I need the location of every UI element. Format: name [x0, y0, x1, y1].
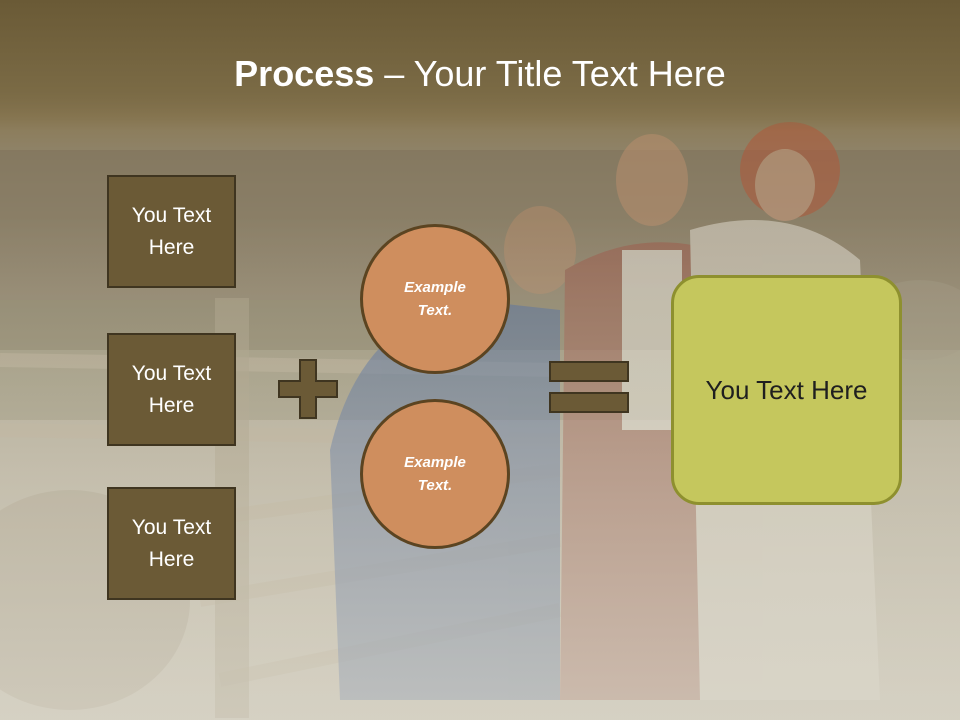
- left-box-label: You Text Here: [131, 203, 212, 259]
- example-circle-2[interactable]: Example Text.: [360, 399, 510, 549]
- example-circle-1[interactable]: Example Text.: [360, 224, 510, 374]
- title-bold: Process: [234, 53, 375, 94]
- circle-label: Example Text.: [404, 279, 466, 319]
- left-box-1[interactable]: You Text Here: [107, 175, 236, 288]
- result-box[interactable]: You Text Here: [671, 275, 902, 505]
- left-box-3[interactable]: You Text Here: [107, 487, 236, 600]
- equals-icon: [549, 361, 629, 413]
- slide-title[interactable]: Process – Your Title Text Here: [0, 52, 960, 96]
- left-box-label: You Text Here: [131, 361, 212, 417]
- left-box-2[interactable]: You Text Here: [107, 333, 236, 446]
- plus-icon: [278, 359, 338, 419]
- title-band: [0, 0, 960, 130]
- circle-label: Example Text.: [404, 454, 466, 494]
- left-box-label: You Text Here: [131, 515, 212, 571]
- title-rest: – Your Title Text Here: [374, 53, 726, 94]
- result-label: You Text Here: [705, 374, 868, 405]
